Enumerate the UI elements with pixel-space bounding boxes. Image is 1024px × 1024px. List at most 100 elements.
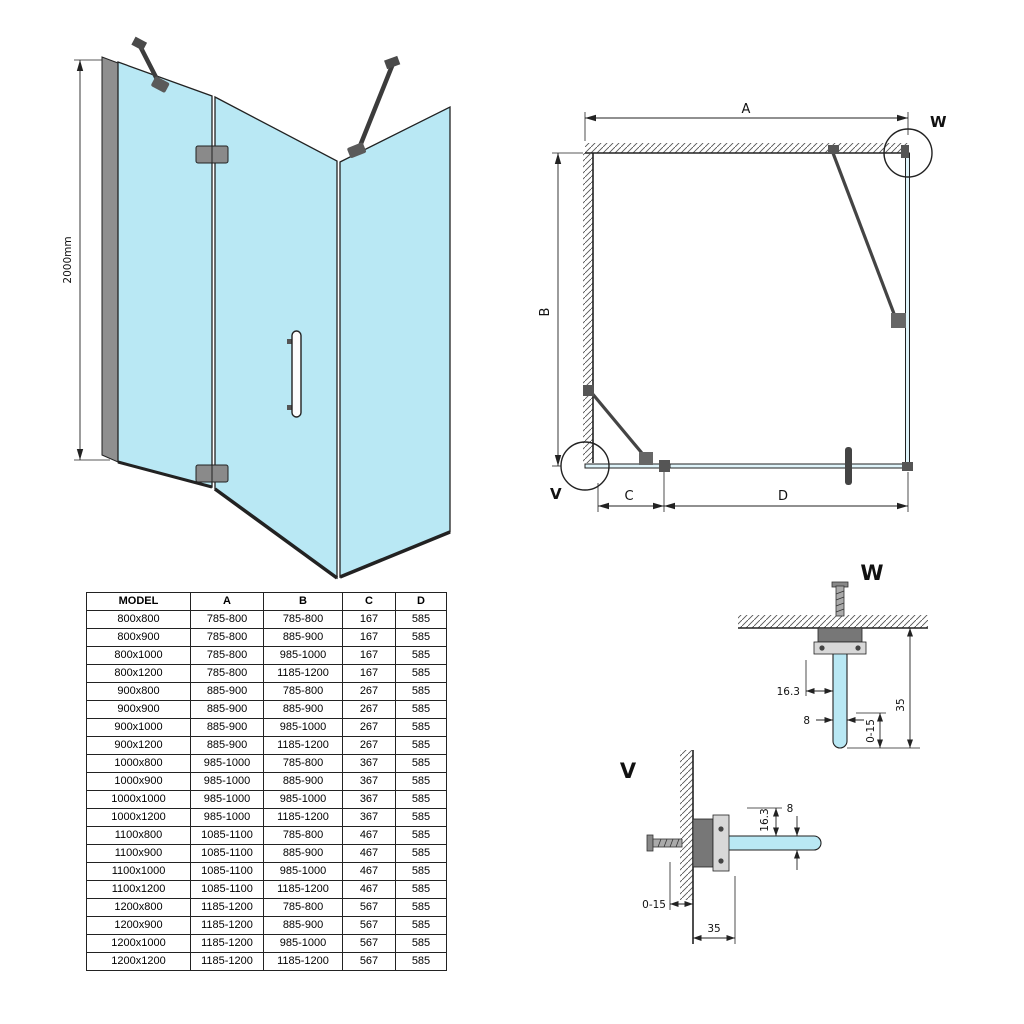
size-table-cell: 1200x900 — [86, 916, 191, 935]
size-table-cell: 785-800 — [263, 754, 343, 773]
dim-depth: 16.3 — [747, 807, 782, 836]
size-table-cell: 1000x800 — [86, 754, 191, 773]
size-table-cell: 167 — [342, 610, 396, 629]
size-table-cell: 367 — [342, 790, 396, 809]
size-table-cell: 1000x1000 — [86, 790, 191, 809]
dim-adjust: 0-15 — [847, 712, 920, 749]
size-table-cell: 885-900 — [263, 844, 343, 863]
height-dimension: 2000mm — [62, 59, 110, 461]
size-table-cell: 585 — [395, 790, 447, 809]
support-bar-right-plan — [828, 145, 906, 328]
dim-d-label: D — [778, 489, 788, 504]
size-table-cell: 885-900 — [263, 772, 343, 791]
mount-bracket — [692, 814, 730, 872]
fixed-panel-glass — [117, 61, 213, 488]
size-table-cell: 585 — [395, 754, 447, 773]
size-table-cell: 567 — [342, 934, 396, 953]
dim-glass-label: 8 — [803, 715, 810, 727]
size-table-cell: 985-1000 — [190, 772, 264, 791]
door-bottom-rail — [213, 487, 339, 580]
size-table-cell: 885-900 — [190, 736, 264, 755]
size-table-cell: 885-900 — [263, 628, 343, 647]
door-hinge-bottom — [195, 464, 229, 483]
size-table-cell: 785-800 — [263, 826, 343, 845]
size-table-cell: 1200x1000 — [86, 934, 191, 953]
size-table-cell: 785-800 — [190, 664, 264, 683]
detail-w-title: W — [860, 561, 883, 585]
door-handle-plan — [845, 447, 852, 485]
size-table-cell: 567 — [342, 952, 396, 971]
size-table-cell: 1100x1000 — [86, 862, 191, 881]
dim-a: A — [584, 102, 909, 141]
detail-v-view: V 16.3 8 — [620, 750, 822, 944]
size-table-cell: 467 — [342, 844, 396, 863]
size-table-cell: 585 — [395, 826, 447, 845]
side-panel-glass — [339, 105, 451, 578]
size-table-cell: 367 — [342, 772, 396, 791]
top-wall — [585, 143, 908, 154]
size-table-header-cell: A — [190, 592, 264, 611]
size-table-cell: 1185-1200 — [190, 934, 264, 953]
door-plan — [669, 463, 909, 469]
height-dimension-label: 2000mm — [62, 236, 74, 283]
size-table-cell: 885-900 — [263, 916, 343, 935]
anchor-screw — [646, 834, 683, 852]
size-table-cell: 367 — [342, 808, 396, 827]
mount-bracket — [813, 627, 867, 655]
size-table-cell: 785-800 — [263, 898, 343, 917]
glass-panel-section — [832, 647, 848, 749]
size-table-cell: 1085-1100 — [190, 844, 264, 863]
size-table-cell: 1185-1200 — [190, 952, 264, 971]
size-table-cell: 585 — [395, 862, 447, 881]
dim-b-label: B — [538, 308, 553, 317]
size-table-cell: 1185-1200 — [263, 808, 343, 827]
perspective-view: 2000mm — [62, 36, 451, 580]
size-table-cell: 585 — [395, 808, 447, 827]
size-table-cell: 800x800 — [86, 610, 191, 629]
size-table-cell: 467 — [342, 880, 396, 899]
size-table-cell: 167 — [342, 646, 396, 665]
size-table-cell: 467 — [342, 826, 396, 845]
size-table-cell: 885-900 — [263, 700, 343, 719]
dim-adjust-label: 0-15 — [642, 899, 666, 911]
dim-height: 35 — [693, 876, 736, 944]
size-table-cell: 267 — [342, 682, 396, 701]
size-table-cell: 585 — [395, 610, 447, 629]
wall-profile — [101, 56, 119, 463]
size-table-cell: 367 — [342, 754, 396, 773]
size-table-cell: 985-1000 — [263, 646, 343, 665]
size-table-cell: 1100x900 — [86, 844, 191, 863]
anchor-screw — [831, 581, 849, 617]
dim-c: C — [597, 472, 665, 512]
size-table-cell: 1200x800 — [86, 898, 191, 917]
size-table-cell: 267 — [342, 718, 396, 737]
size-table-cell: 785-800 — [263, 610, 343, 629]
detail-w-view: W 16.3 8 — [738, 561, 928, 749]
plan-view: W V A B C D — [538, 102, 947, 512]
size-table-cell: 1185-1200 — [263, 952, 343, 971]
size-table-cell: 1185-1200 — [263, 880, 343, 899]
size-table-cell: 585 — [395, 700, 447, 719]
size-table-cell: 885-900 — [190, 700, 264, 719]
dim-a-label: A — [742, 102, 751, 117]
dim-glass-thickness: 8 — [787, 803, 800, 870]
size-table-cell: 900x900 — [86, 700, 191, 719]
size-table-cell: 167 — [342, 628, 396, 647]
size-table-cell: 267 — [342, 736, 396, 755]
size-table-cell: 1185-1200 — [263, 664, 343, 683]
size-table-cell: 585 — [395, 682, 447, 701]
size-table-cell: 1085-1100 — [190, 826, 264, 845]
size-table-cell: 585 — [395, 880, 447, 899]
size-table-cell: 1100x800 — [86, 826, 191, 845]
dim-depth-label: 16.3 — [777, 686, 800, 698]
dim-height: 35 — [895, 628, 913, 748]
